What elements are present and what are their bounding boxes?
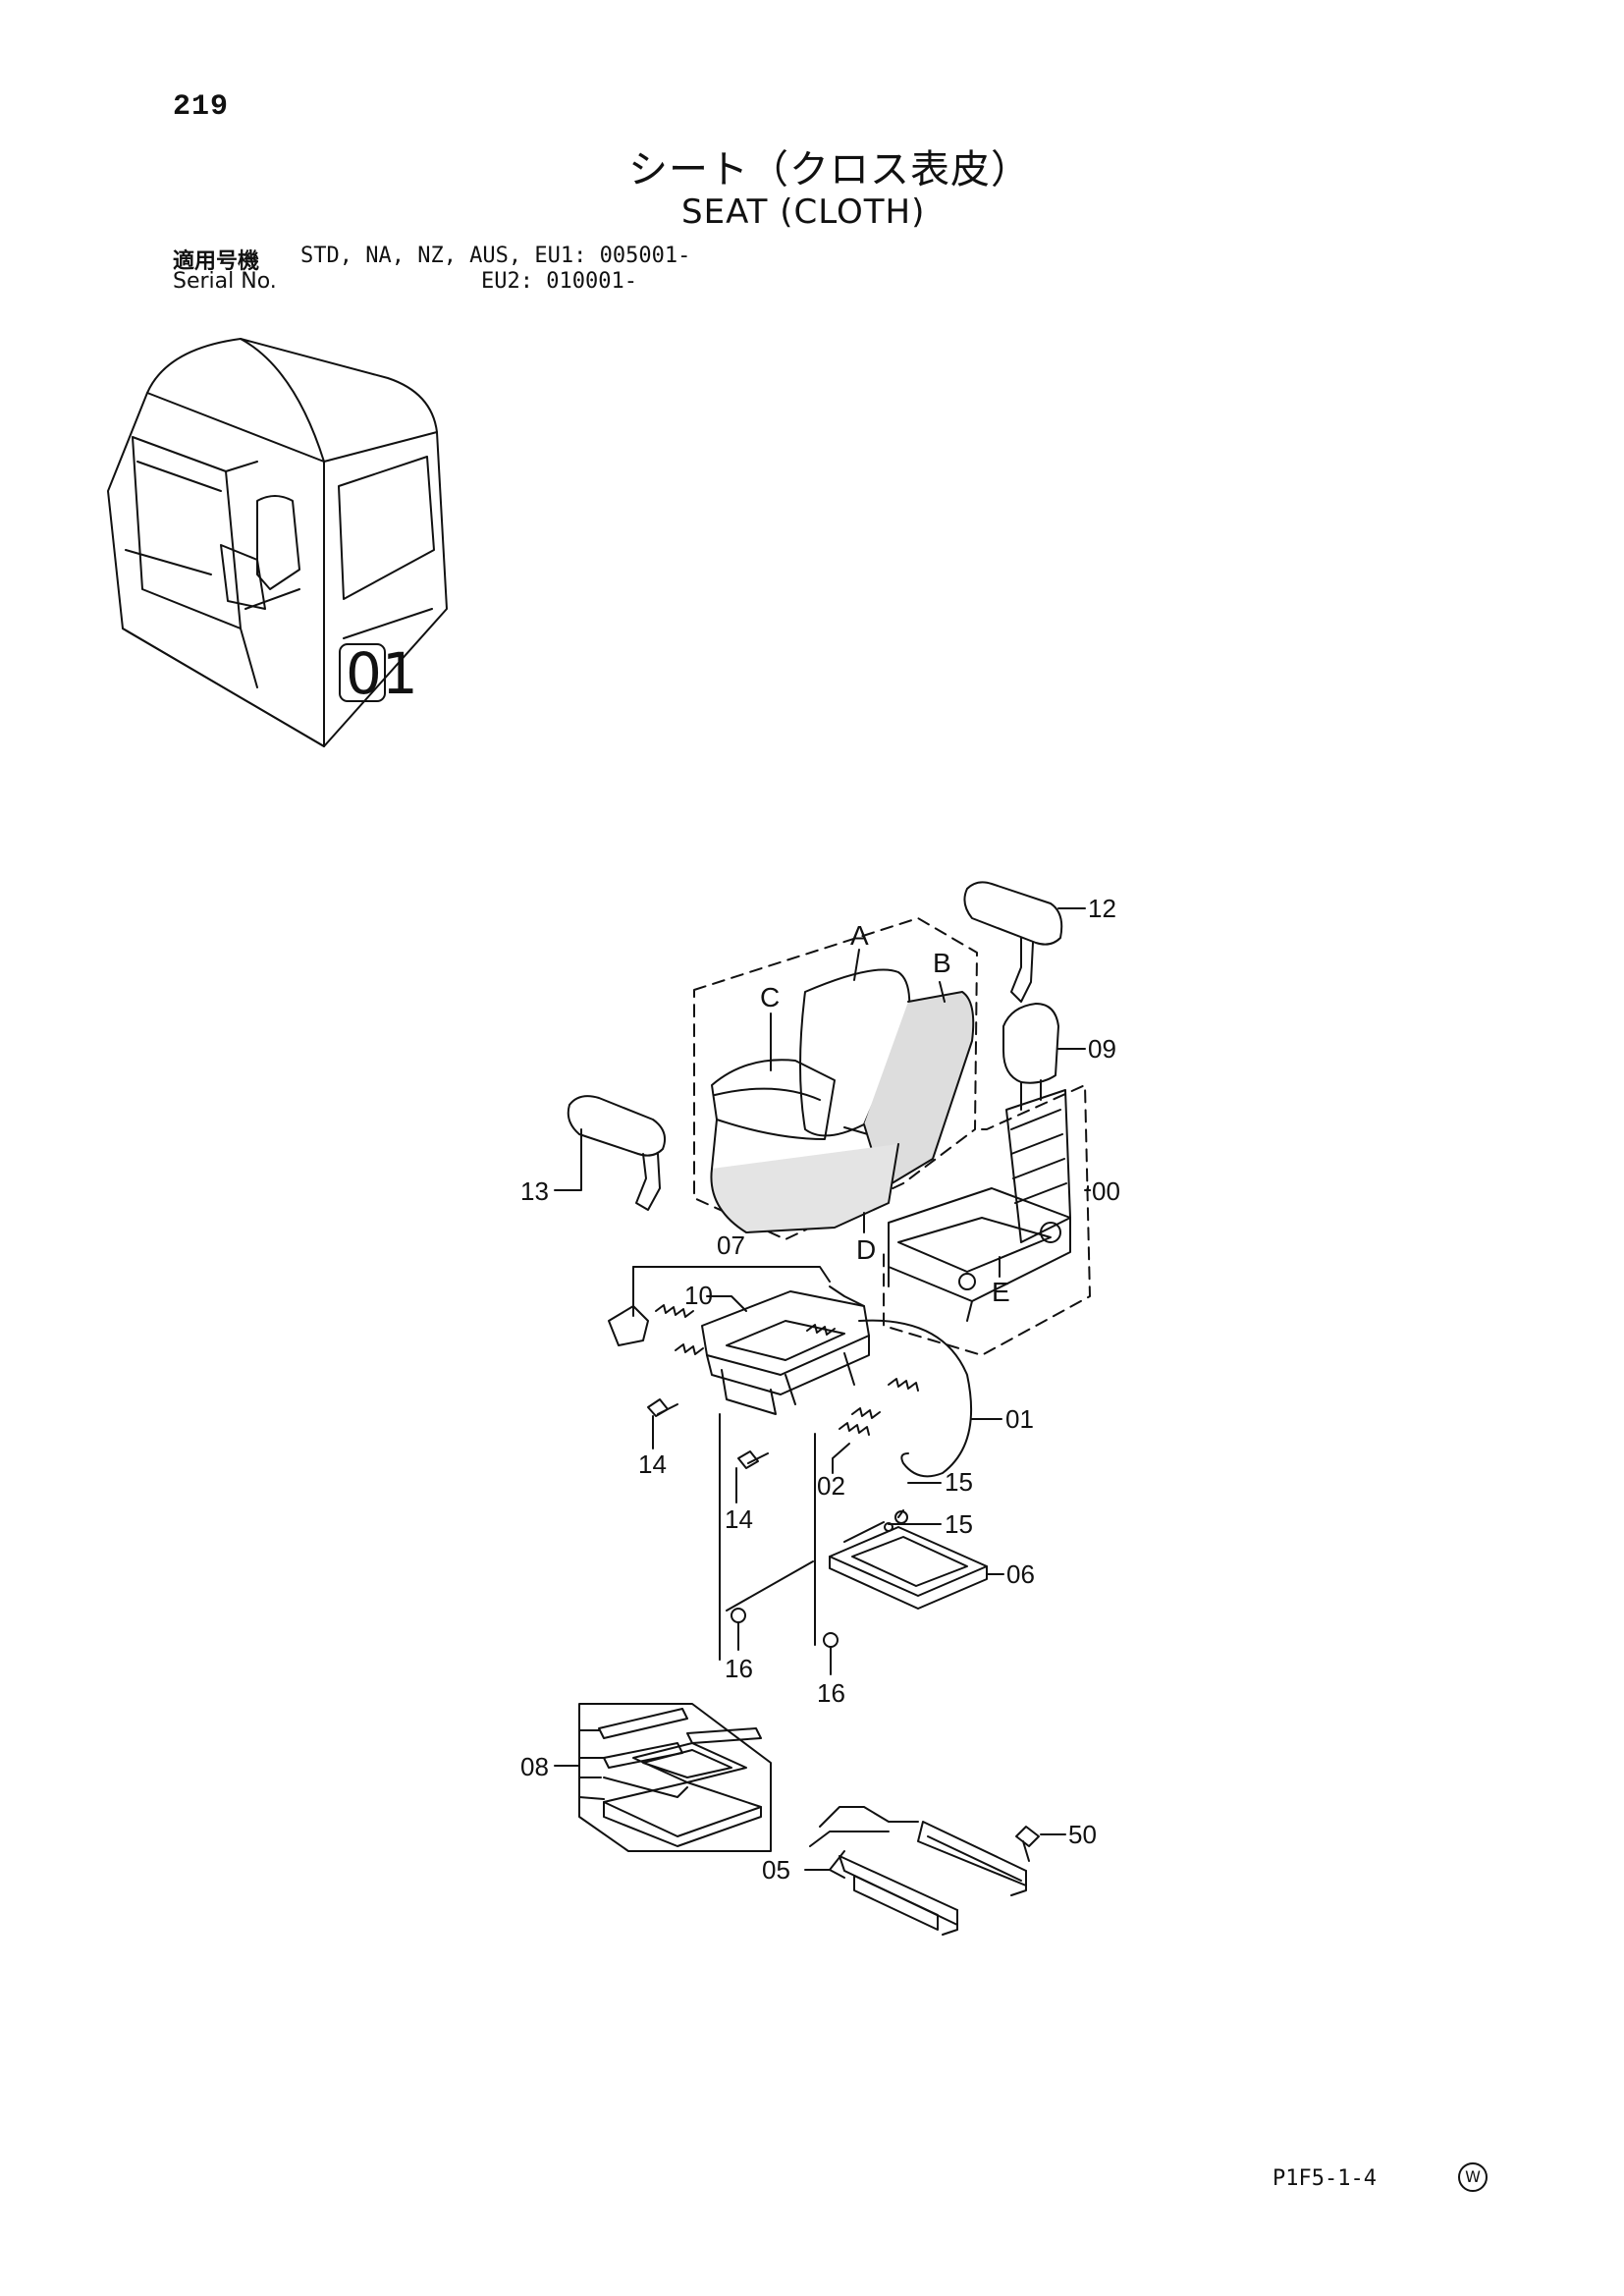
assembly-letters: A B C D E [760,920,1010,1307]
leader-13 [554,1128,582,1191]
callout-08: 08 [520,1752,549,1781]
callout-14b: 14 [725,1504,753,1534]
bolt-14a [647,1398,678,1417]
serial-label-japanese: 適用号機 [173,249,260,274]
corner-mark: W [1458,2162,1488,2192]
leader-a [853,949,860,981]
serial-label-english: Serial No. [173,269,277,294]
armrest-right [963,881,1063,1003]
callout-16b: 16 [817,1678,845,1708]
bolt-50 [1015,1826,1040,1862]
callout-06: 06 [1006,1559,1035,1589]
washer-16b [823,1632,839,1648]
washer-16a [731,1608,746,1623]
callout-14a: 14 [638,1449,667,1479]
callout-10: 10 [684,1281,713,1310]
seat-cushion [710,968,975,1233]
leader-b [939,981,946,1003]
serial-range-line2: EU2: 010001- [481,269,637,294]
page-number: 219 [173,90,230,124]
part-callouts: 12 09 00 13 07 10 01 14 14 02 15 15 06 1… [520,894,1120,1885]
seat-frame [888,1089,1071,1322]
callout-12: 12 [1088,894,1116,923]
letter-a: A [850,920,869,951]
callout-13: 13 [520,1176,549,1206]
bolt-14b [737,1450,769,1469]
letter-c: C [760,982,780,1012]
leader-02 [832,1443,850,1474]
cab-illustration [107,338,448,747]
serial-range-line1: STD, NA, NZ, AUS, EU1: 005001- [300,244,691,268]
callout-15b: 15 [945,1509,973,1539]
callout-50: 50 [1068,1820,1097,1849]
cover-set [578,1703,772,1852]
page-title-japanese: シート（クロス表皮） [628,147,1031,192]
callout-01: 01 [1005,1404,1034,1434]
leader-10 [706,1295,747,1312]
frame-assembly-boundary [883,1084,1091,1356]
page-title-english: SEAT (CLOTH) [681,192,926,232]
seat-rail-set [809,1806,1027,1936]
letter-e: E [992,1277,1010,1307]
callout-00: 00 [1092,1176,1120,1206]
suspension-assembly [608,1266,973,1478]
cab-label-box [339,643,386,702]
armrest-left [567,1095,666,1211]
seat-assembly-boundary [693,917,978,1240]
callout-09: 09 [1088,1034,1116,1064]
document-code: P1F5-1-4 [1272,2166,1377,2191]
letter-b: B [933,948,951,978]
callout-05: 05 [762,1855,790,1885]
cab-part-label: 01 [346,640,418,707]
headrest [1002,1003,1059,1111]
callout-15a: 15 [945,1467,973,1497]
callout-02: 02 [817,1471,845,1501]
leader-05 [804,1850,845,1879]
callout-16a: 16 [725,1654,753,1683]
callout-07: 07 [717,1230,745,1260]
letter-d: D [856,1234,876,1265]
